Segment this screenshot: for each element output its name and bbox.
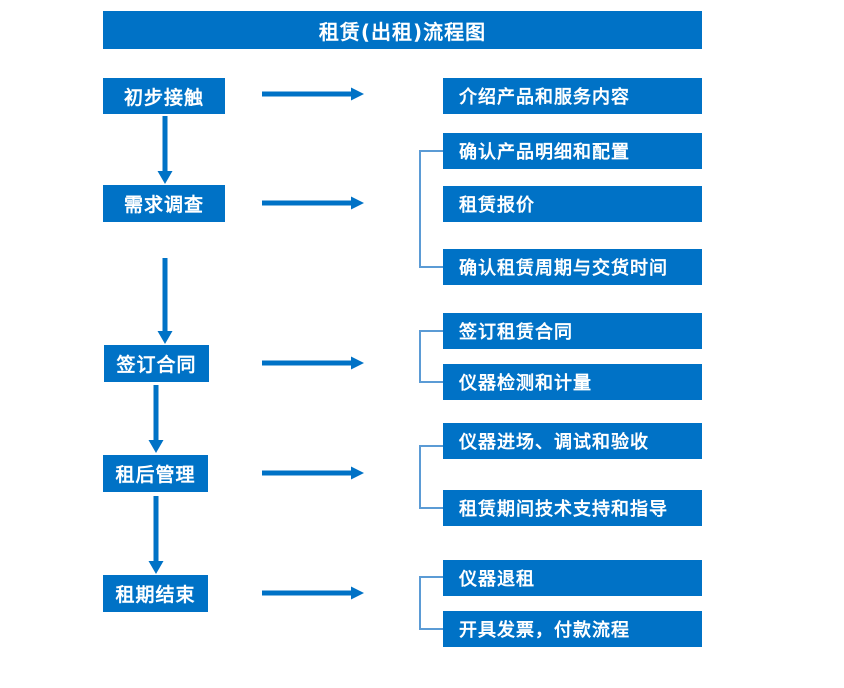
arrow-right-icon xyxy=(262,86,364,102)
detail-box-instrument-entry-commissioning-acceptance[interactable]: 仪器进场、调试和验收 xyxy=(443,423,702,459)
arrow-down-icon xyxy=(157,116,173,184)
detail-box-rental-quotation[interactable]: 租赁报价 xyxy=(443,186,702,222)
stage-label: 需求调查 xyxy=(123,194,204,216)
stage-box-sign-contract[interactable]: 签订合同 xyxy=(104,345,209,382)
stage-label: 初步接触 xyxy=(123,86,204,109)
stage-box-lease-end[interactable]: 租期结束 xyxy=(103,575,208,612)
detail-box-technical-support-guidance[interactable]: 租赁期间技术支持和指导 xyxy=(443,490,702,526)
arrow-down-icon xyxy=(148,385,164,453)
detail-box-confirm-period-delivery[interactable]: 确认租赁周期与交货时间 xyxy=(443,249,702,285)
arrow-right-icon xyxy=(262,355,364,371)
stage-box-demand-survey[interactable]: 需求调查 xyxy=(103,185,225,222)
stage-box-post-rental-management[interactable]: 租后管理 xyxy=(103,455,208,492)
detail-box-sign-rental-contract[interactable]: 签订租赁合同 xyxy=(443,313,702,349)
arrow-right-icon xyxy=(262,465,364,481)
detail-box-instrument-return[interactable]: 仪器退租 xyxy=(443,560,702,596)
arrow-down-icon xyxy=(157,258,173,344)
detail-label: 仪器退租 xyxy=(459,569,535,590)
detail-label: 仪器检测和计量 xyxy=(459,373,592,394)
detail-label: 仪器进场、调试和验收 xyxy=(459,432,649,453)
detail-box-confirm-product-details[interactable]: 确认产品明细和配置 xyxy=(443,133,702,169)
detail-label: 确认产品明细和配置 xyxy=(459,142,630,163)
detail-box-invoice-payment-process[interactable]: 开具发票，付款流程 xyxy=(443,611,702,647)
group-bracket xyxy=(418,576,445,630)
stage-label: 租期结束 xyxy=(115,584,196,606)
detail-box-intro-products-services[interactable]: 介绍产品和服务内容 xyxy=(443,78,702,114)
group-bracket xyxy=(418,330,445,383)
arrow-right-icon xyxy=(262,195,364,211)
diagram-title: 租赁(出租)流程图 xyxy=(318,19,487,44)
diagram-title-bar: 租赁(出租)流程图 xyxy=(103,11,702,49)
stage-label: 租后管理 xyxy=(115,464,196,486)
arrow-down-icon xyxy=(148,496,164,574)
detail-label: 介绍产品和服务内容 xyxy=(459,87,630,108)
detail-box-instrument-inspection-metering[interactable]: 仪器检测和计量 xyxy=(443,364,702,400)
detail-label: 签订租赁合同 xyxy=(459,322,573,343)
stage-label: 签订合同 xyxy=(116,354,197,376)
detail-label: 租赁期间技术支持和指导 xyxy=(459,499,668,520)
arrow-right-icon xyxy=(262,585,364,601)
group-bracket xyxy=(418,150,445,268)
group-bracket xyxy=(418,445,445,509)
stage-box-initial-contact[interactable]: 初步接触 xyxy=(103,78,225,114)
detail-label: 租赁报价 xyxy=(459,195,535,216)
detail-label: 确认租赁周期与交货时间 xyxy=(459,258,668,279)
detail-label: 开具发票，付款流程 xyxy=(459,620,630,641)
